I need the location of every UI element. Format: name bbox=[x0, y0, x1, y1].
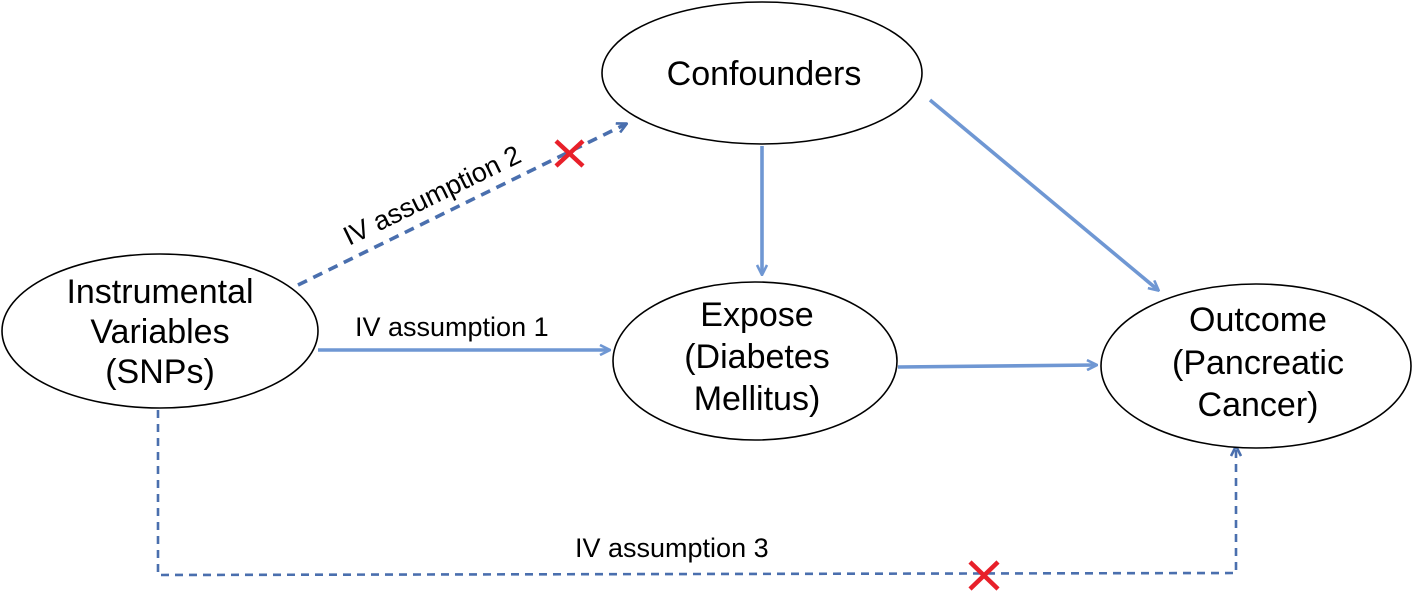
label-iv-assumption-2: IV assumption 2 bbox=[338, 140, 525, 252]
node-confounders: Confounders bbox=[601, 1, 923, 145]
cross-iv-assumption-2 bbox=[554, 139, 585, 168]
label-iv-assumption-3: IV assumption 3 bbox=[575, 533, 769, 563]
node-outcome-line-2: (Pancreatic bbox=[1172, 344, 1344, 382]
node-exposure-line-3: Mellitus) bbox=[694, 380, 821, 418]
node-instrumental-line-3: (SNPs) bbox=[105, 353, 215, 391]
edge-iv-assumption-2 bbox=[297, 124, 626, 287]
node-outcome-line-1: Outcome bbox=[1189, 301, 1327, 339]
node-instrumental-line-2: Variables bbox=[90, 313, 229, 351]
label-iv-assumption-1: IV assumption 1 bbox=[355, 312, 549, 342]
node-outcome: Outcome (Pancreatic Cancer) bbox=[1100, 283, 1412, 449]
node-instrumental-variables: Instrumental Variables (SNPs) bbox=[1, 253, 319, 409]
node-instrumental-line-1: Instrumental bbox=[66, 273, 253, 311]
node-confounders-line-1: Confounders bbox=[667, 55, 862, 93]
node-outcome-line-3: Cancer) bbox=[1198, 386, 1319, 424]
edge-confounders-to-outcome bbox=[928, 98, 1158, 290]
cross-iv-assumption-3 bbox=[968, 560, 1000, 591]
node-exposure-line-2: (Diabetes bbox=[684, 338, 830, 376]
node-exposure-line-1: Expose bbox=[700, 296, 813, 334]
edge-iv-assumption-3 bbox=[156, 410, 1236, 577]
edge-exposure-to-outcome bbox=[897, 365, 1096, 367]
node-exposure: Expose (Diabetes Mellitus) bbox=[612, 281, 898, 441]
